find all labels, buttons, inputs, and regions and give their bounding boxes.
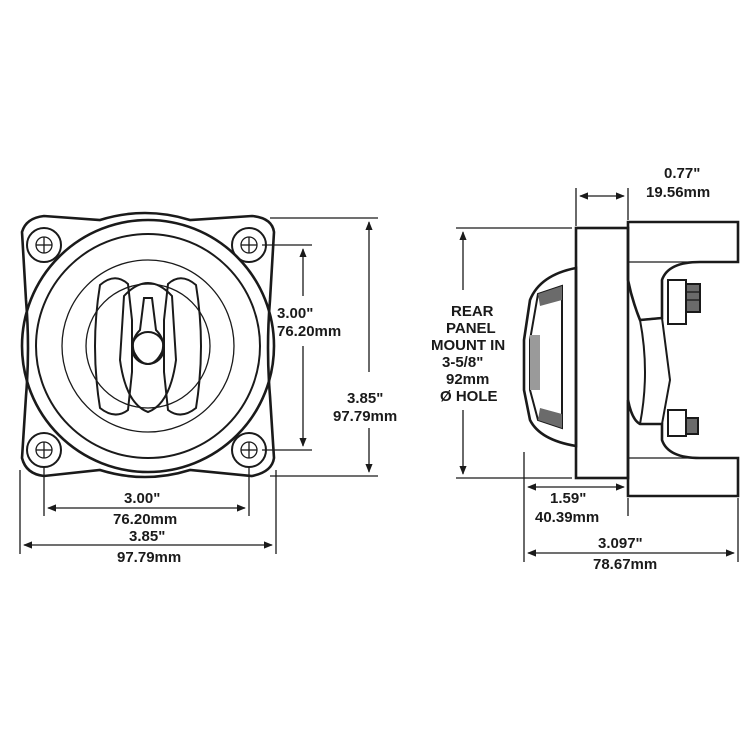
terminal-stud-top (667, 279, 701, 325)
dim-overall-depth-inch: 3.097" (598, 535, 643, 552)
mounting-hole-bottom-left (26, 432, 62, 468)
dim-rear-panel-mount: REAR PANEL MOUNT IN 3-5/8" 92mm Ø HOLE (431, 227, 572, 479)
rear-panel-note-line-2: PANEL (446, 320, 496, 337)
dim-hole-spacing-vertical-inch: 3.00" (277, 305, 313, 322)
dim-overall-depth-mm: 78.67mm (593, 556, 657, 573)
dim-overall-width-inch: 3.85" (129, 528, 165, 545)
dim-body-depth-inch: 1.59" (550, 490, 586, 507)
rear-panel-note-line-6: Ø HOLE (440, 388, 498, 405)
rear-panel-note-line-4: 3-5/8" (442, 354, 483, 371)
knob-pivot (131, 331, 165, 365)
knob-arm-left (94, 277, 133, 416)
terminal-housing-bottom (626, 399, 740, 498)
outer-ring (20, 218, 276, 474)
rear-panel-note-line-5: 92mm (446, 371, 489, 388)
mounting-flange (20, 211, 276, 479)
dim-hole-spacing-horizontal-mm: 76.20mm (113, 511, 177, 528)
inner-ring (61, 259, 235, 433)
side-view: 0.77" 19.56mm REAR PANEL MOUNT IN 3-5/8"… (431, 165, 740, 573)
rear-panel-note-line-3: MOUNT IN (431, 337, 505, 354)
mounting-hole-bottom-right (231, 432, 267, 468)
knob-body (118, 282, 178, 414)
knob-dome-shade-top (538, 286, 562, 306)
switch-body (574, 226, 630, 480)
housing-web (638, 316, 672, 425)
knob-dome-shade-mid (530, 335, 540, 390)
dim-overall-height-inch: 3.85" (347, 390, 383, 407)
dim-hole-spacing-vertical-mm: 76.20mm (277, 323, 341, 340)
bezel-ring (35, 233, 261, 459)
dim-hole-spacing-vertical: 3.00" 76.20mm (262, 244, 341, 451)
terminal-stud-bottom (667, 409, 699, 437)
dim-stud-projection-inch: 0.77" (664, 165, 700, 182)
knob-dome (522, 266, 578, 448)
dim-hole-spacing-horizontal: 3.00" 76.20mm (43, 466, 250, 528)
knob-recess (85, 283, 211, 409)
mounting-hole-top-right (231, 227, 267, 263)
dim-body-depth: 1.59" 40.39mm (523, 452, 629, 562)
knob-arm-right (163, 277, 202, 416)
dim-overall-depth: 3.097" 78.67mm (527, 498, 739, 573)
mounting-hole-top-left (26, 227, 62, 263)
dim-hole-spacing-horizontal-inch: 3.00" (124, 490, 160, 507)
knob-dome-shade-bottom (538, 408, 562, 428)
dim-overall-width-mm: 97.79mm (117, 549, 181, 566)
dim-overall-height: 3.85" 97.79mm (270, 217, 397, 477)
dim-overall-width: 3.85" 97.79mm (19, 470, 277, 566)
terminal-housing-top (626, 220, 740, 322)
dim-body-depth-mm: 40.39mm (535, 509, 599, 526)
rear-panel-note-line-1: REAR (451, 303, 494, 320)
front-view: 3.00" 76.20mm 3.85" 97.79mm 3.00" 76.20m… (19, 211, 397, 566)
dim-stud-projection-mm: 19.56mm (646, 184, 710, 201)
dim-overall-height-mm: 97.79mm (333, 408, 397, 425)
dim-stud-projection: 0.77" 19.56mm (575, 165, 710, 226)
